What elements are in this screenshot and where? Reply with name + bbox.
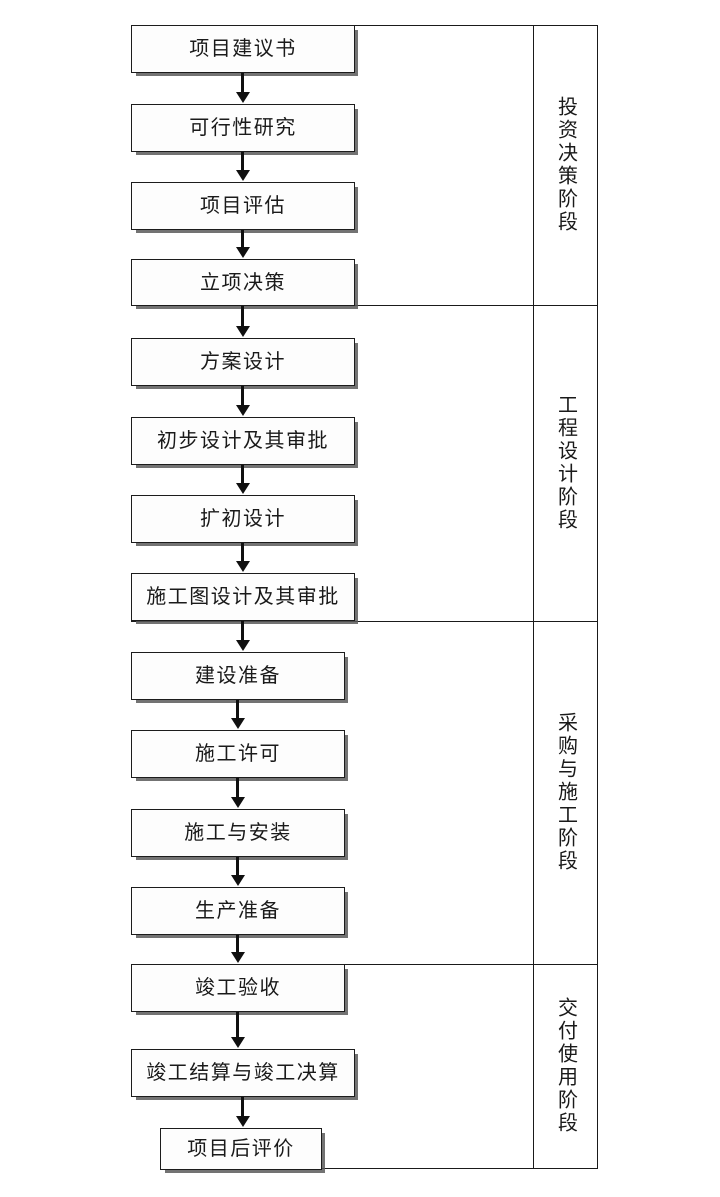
connector-s1-s2 xyxy=(235,73,250,103)
connector-s7-s8 xyxy=(235,543,250,572)
process-box-s5[interactable]: 方案设计 xyxy=(131,338,355,386)
table-bottom-border xyxy=(160,1168,598,1169)
process-label: 可行性研究 xyxy=(189,117,297,139)
stage-label-st2: 工程设计阶段 xyxy=(533,305,597,621)
arrow-head-icon xyxy=(230,1037,245,1048)
process-box-s7[interactable]: 扩初设计 xyxy=(131,495,355,543)
process-label: 竣工结算与竣工决算 xyxy=(146,1062,340,1084)
process-label: 施工图设计及其审批 xyxy=(146,586,340,608)
process-label: 项目后评价 xyxy=(187,1138,295,1160)
arrow-head-icon xyxy=(230,718,245,729)
arrow-head-icon xyxy=(235,326,250,337)
connector-s6-s7 xyxy=(235,465,250,494)
connector-s4-s5 xyxy=(235,306,250,337)
process-label: 建设准备 xyxy=(195,665,281,687)
process-label: 立项决策 xyxy=(200,271,286,294)
connector-s13-s14 xyxy=(230,1012,245,1048)
process-label: 初步设计及其审批 xyxy=(157,430,329,452)
process-box-s13[interactable]: 竣工验收 xyxy=(131,964,345,1012)
arrow-head-icon xyxy=(235,170,250,181)
arrow-head-icon xyxy=(230,797,245,808)
process-label: 项目评估 xyxy=(200,195,286,217)
arrow-head-icon xyxy=(230,952,245,963)
process-box-s10[interactable]: 施工许可 xyxy=(131,730,345,778)
table-top-border xyxy=(131,25,598,26)
stage-label-text: 投资决策阶段 xyxy=(554,96,577,234)
table-right-border xyxy=(597,25,598,1168)
connector-s12-s13 xyxy=(230,935,245,963)
stage-label-st3: 采购与施工阶段 xyxy=(533,621,597,964)
stage-label-st4: 交付使用阶段 xyxy=(533,964,597,1168)
arrow-head-icon xyxy=(235,483,250,494)
arrow-head-icon xyxy=(235,1116,250,1127)
connector-s14-s15 xyxy=(235,1097,250,1127)
connector-s10-s11 xyxy=(230,778,245,808)
process-label: 施工许可 xyxy=(195,743,281,765)
arrow-head-icon xyxy=(235,92,250,103)
stage-column-divider xyxy=(533,25,534,1168)
stage-divider-3 xyxy=(131,964,598,965)
process-label: 生产准备 xyxy=(195,900,281,922)
process-label: 施工与安装 xyxy=(184,822,292,844)
connector-s2-s3 xyxy=(235,152,250,181)
arrow-head-icon xyxy=(235,247,250,258)
connector-s3-s4 xyxy=(235,230,250,258)
process-box-s9[interactable]: 建设准备 xyxy=(131,652,345,700)
process-box-s2[interactable]: 可行性研究 xyxy=(131,104,355,152)
connector-s11-s12 xyxy=(230,857,245,886)
connector-s9-s10 xyxy=(230,700,245,729)
process-label: 方案设计 xyxy=(200,351,286,373)
connector-s5-s6 xyxy=(235,386,250,416)
process-box-s11[interactable]: 施工与安装 xyxy=(131,809,345,857)
arrow-head-icon xyxy=(235,405,250,416)
arrow-head-icon xyxy=(235,640,250,651)
stage-divider-1 xyxy=(131,305,598,306)
arrow-head-icon xyxy=(230,875,245,886)
connector-s8-s9 xyxy=(235,621,250,651)
stage-label-text: 工程设计阶段 xyxy=(554,394,577,532)
stage-label-text: 交付使用阶段 xyxy=(554,997,577,1135)
process-label: 项目建议书 xyxy=(189,38,297,60)
process-box-s6[interactable]: 初步设计及其审批 xyxy=(131,417,355,465)
process-label: 竣工验收 xyxy=(195,977,281,999)
process-box-s8[interactable]: 施工图设计及其审批 xyxy=(131,573,355,621)
process-box-s3[interactable]: 项目评估 xyxy=(131,182,355,230)
stage-label-text: 采购与施工阶段 xyxy=(554,712,577,873)
process-box-s14[interactable]: 竣工结算与竣工决算 xyxy=(131,1049,355,1097)
stage-divider-2 xyxy=(131,621,598,622)
stage-label-st1: 投资决策阶段 xyxy=(533,25,597,305)
process-box-s1[interactable]: 项目建议书 xyxy=(131,25,355,73)
process-box-s15[interactable]: 项目后评价 xyxy=(160,1128,322,1170)
process-box-s4[interactable]: 立项决策 xyxy=(131,259,355,306)
process-box-s12[interactable]: 生产准备 xyxy=(131,887,345,935)
arrow-head-icon xyxy=(235,561,250,572)
process-label: 扩初设计 xyxy=(200,508,286,530)
